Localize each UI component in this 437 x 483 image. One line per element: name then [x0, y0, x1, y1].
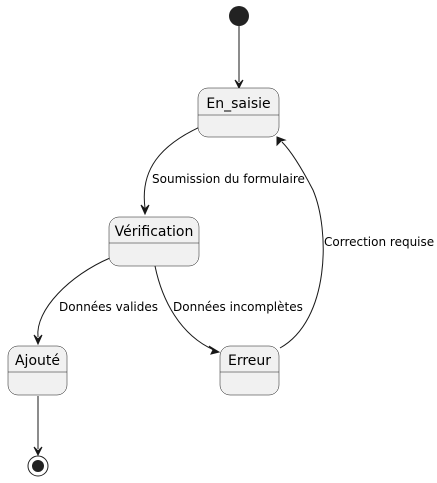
state-erreur-label: Erreur	[228, 353, 271, 369]
edge-verification-to-erreur	[154, 265, 221, 355]
state-verification: Vérification	[108, 216, 200, 267]
state-erreur: Erreur	[219, 345, 280, 396]
edge-label-donnees-valides: Données valides	[59, 300, 158, 314]
edge-start-to-en-saisie	[234, 26, 244, 90]
edge-verification-to-ajoute	[33, 257, 111, 346]
edge-label-correction-requise: Correction requise	[324, 235, 434, 249]
state-en-saisie-label: En_saisie	[206, 96, 270, 112]
final-state-node	[27, 455, 49, 477]
state-verification-label: Vérification	[115, 224, 194, 240]
edge-ajoute-to-end	[33, 396, 43, 457]
edge-erreur-to-en-saisie	[276, 136, 324, 349]
state-en-saisie: En_saisie	[197, 87, 280, 138]
state-ajoute-label: Ajouté	[15, 353, 60, 369]
edge-en-saisie-to-verification	[140, 125, 203, 216]
state-ajoute: Ajouté	[7, 345, 68, 396]
edge-label-soumission: Soumission du formulaire	[152, 172, 305, 186]
edge-label-donnees-incompletes: Données incomplètes	[173, 300, 303, 314]
initial-state-node	[229, 6, 249, 26]
